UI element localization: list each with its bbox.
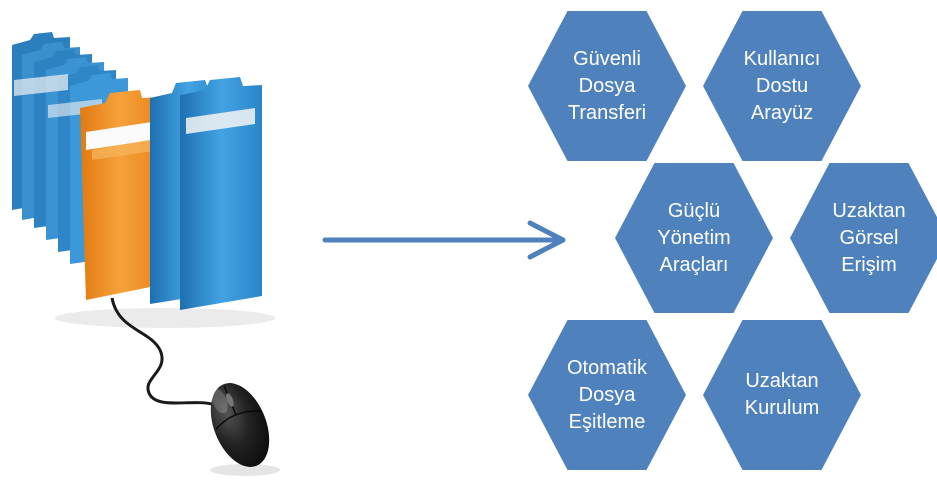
hex-label: Uzaktan Kurulum	[744, 370, 820, 419]
hex-secure-file-transfer: Güvenli Dosya Transferi	[528, 11, 686, 161]
hex-automatic-file-sync: Otomatik Dosya Eşitleme	[528, 320, 686, 470]
hex-remote-visual-access: Uzaktan Görsel Erişim	[790, 163, 937, 313]
hex-powerful-management-tools: Güçlü Yönetim Araçları	[615, 163, 773, 313]
hex-remote-installation: Uzaktan Kurulum	[703, 320, 861, 470]
hex-user-friendly-interface: Kullanıcı Dostu Arayüz	[703, 11, 861, 161]
mouse-cable	[110, 297, 216, 407]
hex-label: Otomatik Dosya Eşitleme	[566, 356, 648, 433]
hex-label: Güvenli Dosya Transferi	[567, 47, 647, 124]
hex-label: Uzaktan Görsel Erişim	[832, 199, 906, 276]
arrow-right-icon	[322, 220, 566, 260]
hex-label: Kullanıcı Dostu Arayüz	[743, 47, 821, 124]
orange-folder	[80, 90, 160, 300]
hex-label: Güçlü Yönetim Araçları	[657, 199, 731, 276]
computer-mouse	[210, 383, 270, 467]
folders-with-mouse-icon	[12, 32, 280, 476]
blue-folder-front	[150, 77, 262, 310]
